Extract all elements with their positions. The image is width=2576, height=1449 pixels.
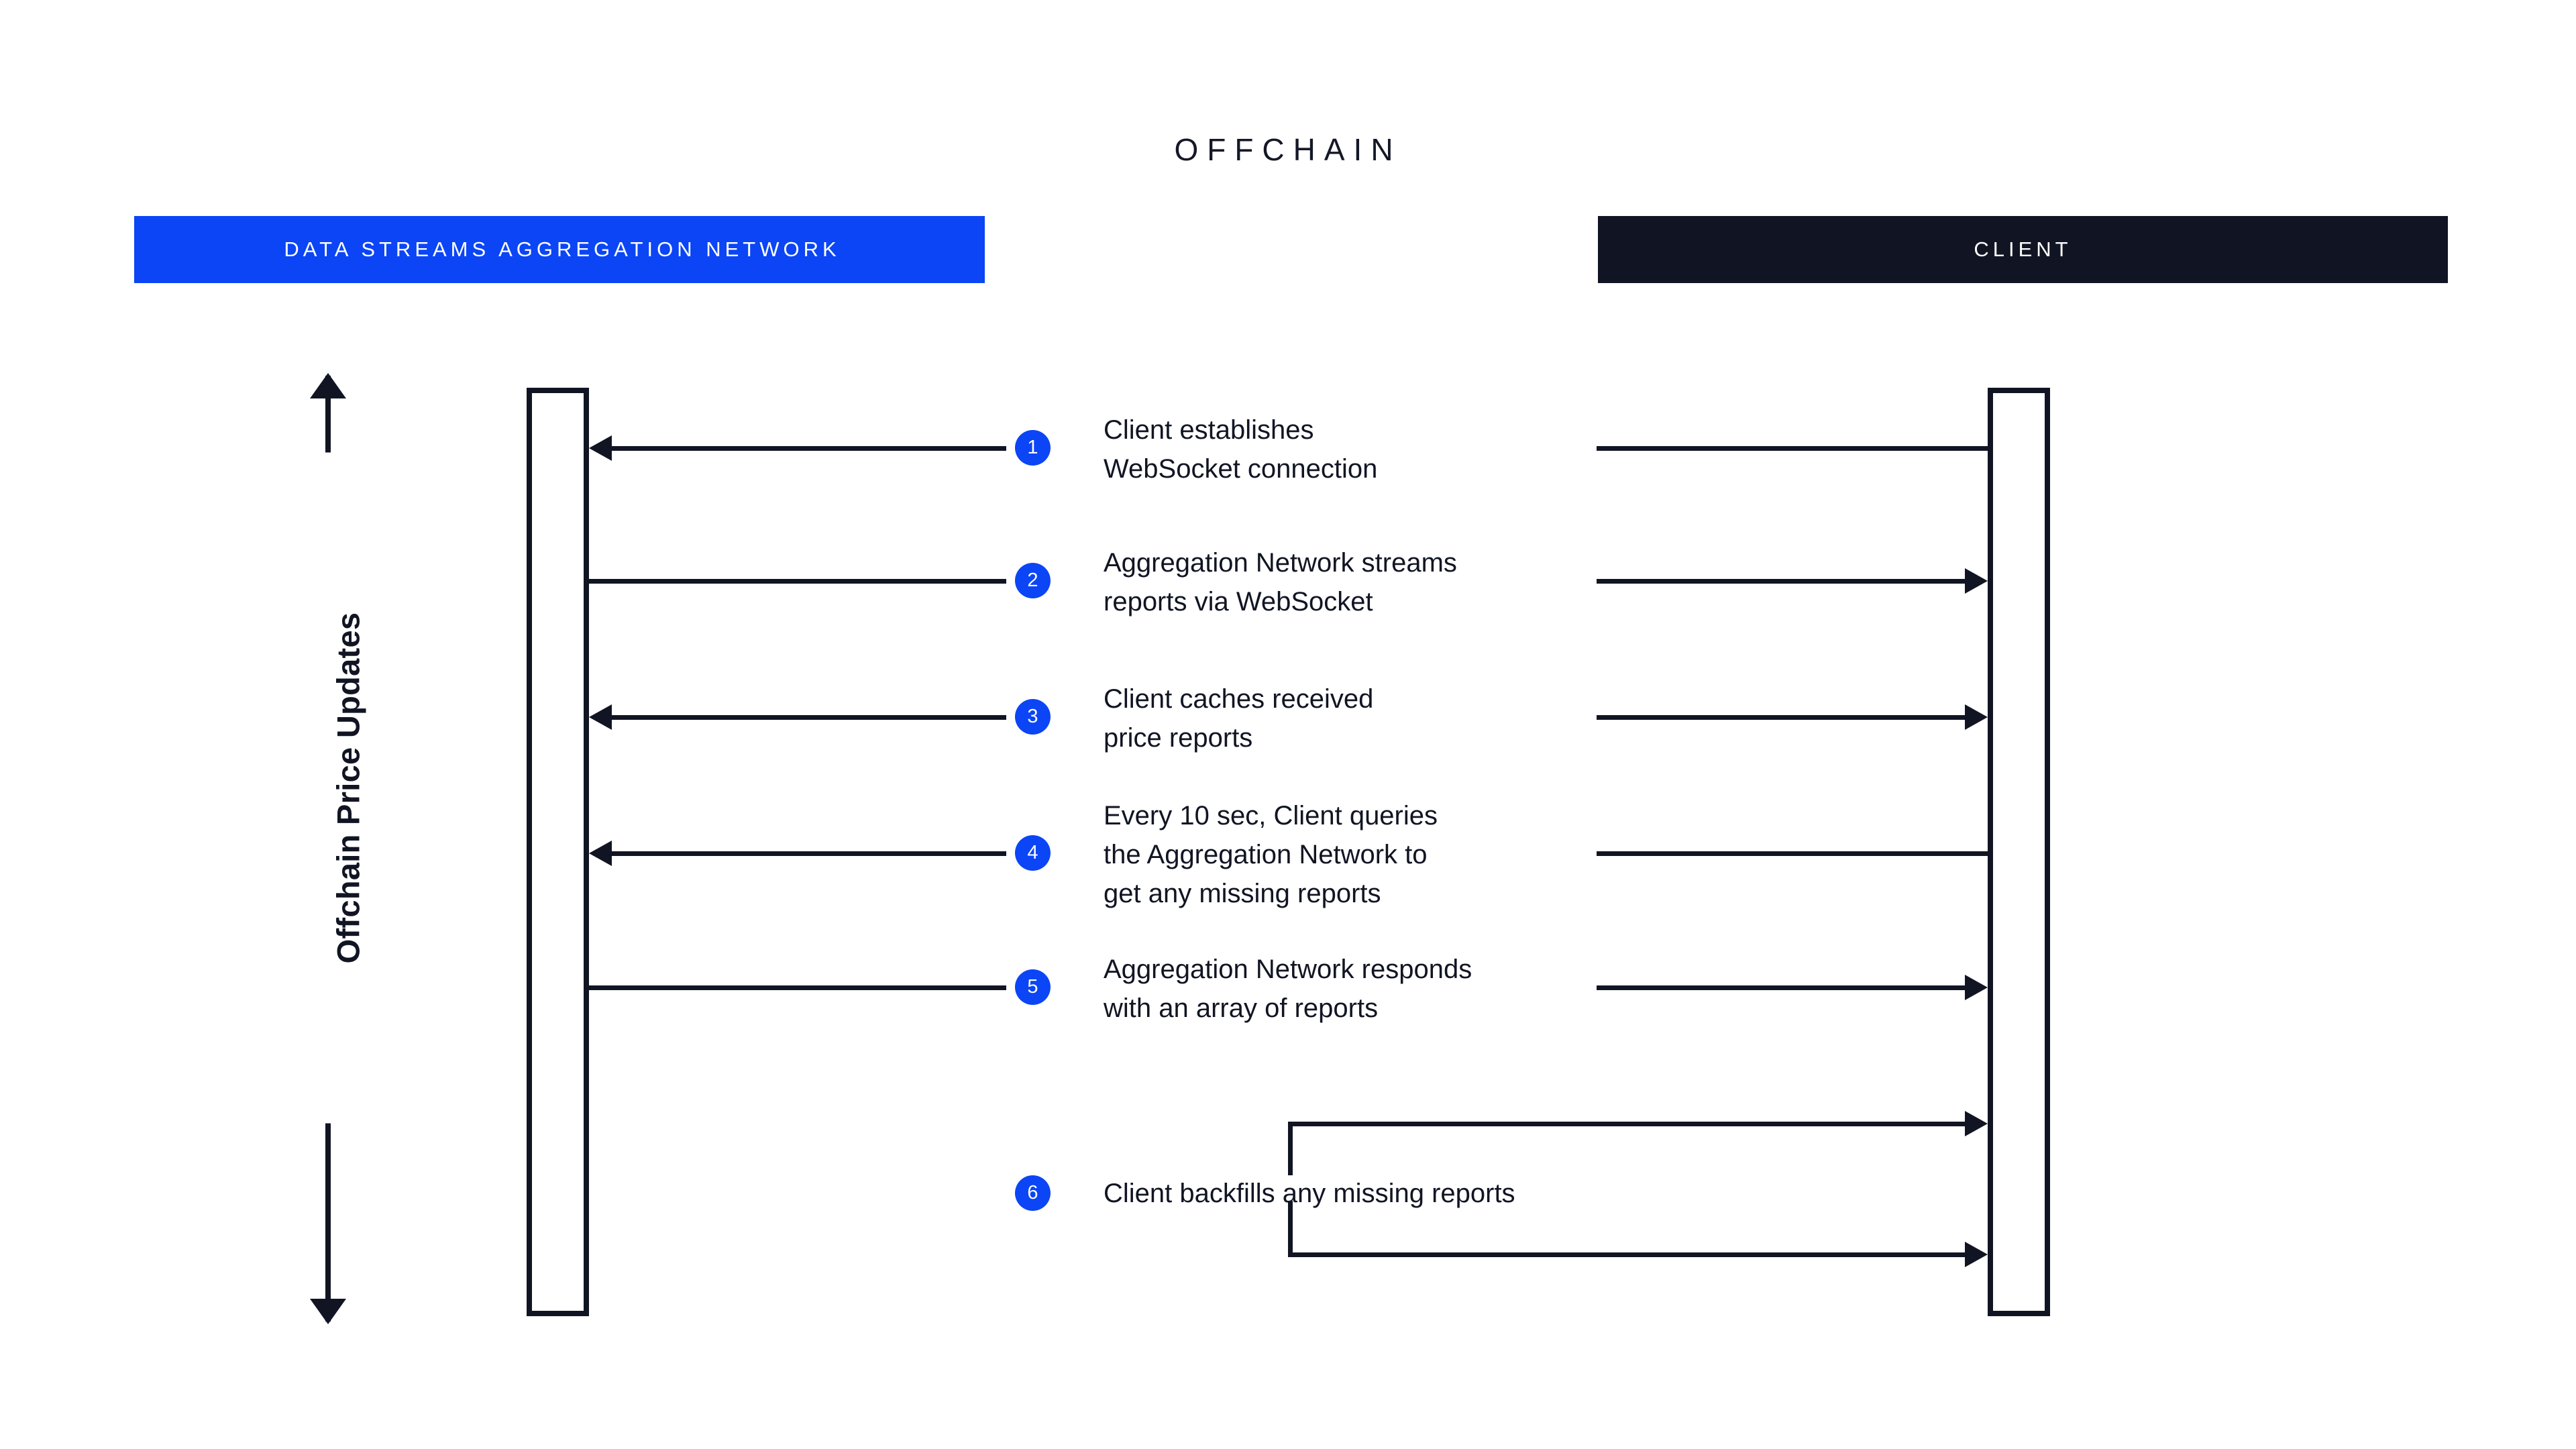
axis-label: Offchain Price Updates bbox=[320, 452, 376, 1124]
arrowhead-right-icon-2 bbox=[1965, 568, 1988, 594]
actor-header-aggregation-network: DATA STREAMS AGGREGATION NETWORK bbox=[134, 216, 985, 283]
step-number-5: 5 bbox=[1027, 976, 1038, 998]
message-line-left-3 bbox=[612, 715, 1006, 720]
step-number-2: 2 bbox=[1027, 570, 1038, 591]
axis-arrow-down-icon bbox=[310, 1299, 346, 1324]
arrowhead-right-icon-5 bbox=[1965, 975, 1988, 1000]
step-badge-3: 3 bbox=[1015, 699, 1051, 735]
step-badge-4: 4 bbox=[1015, 835, 1051, 871]
arrowhead-right-icon-6-lower bbox=[1965, 1242, 1988, 1267]
actor-header-client: CLIENT bbox=[1598, 216, 2448, 283]
message-line-right-4 bbox=[1597, 851, 1988, 856]
step-badge-5: 5 bbox=[1015, 969, 1051, 1005]
arrowhead-left-icon-1 bbox=[589, 435, 612, 461]
step-badge-1: 1 bbox=[1015, 430, 1051, 466]
actor-label-client: CLIENT bbox=[1974, 237, 2072, 261]
step-text-5: Aggregation Network responds with an arr… bbox=[1104, 955, 1472, 1023]
actor-label-aggregation-network: DATA STREAMS AGGREGATION NETWORK bbox=[284, 237, 841, 261]
message-line-left-4 bbox=[612, 851, 1006, 856]
message-line-right-5 bbox=[1597, 985, 1965, 990]
axis-arrow-up-icon bbox=[310, 373, 346, 398]
self-loop-hook-lower bbox=[1288, 1201, 1293, 1254]
arrowhead-right-icon-3 bbox=[1965, 704, 1988, 730]
lifeline-client bbox=[1988, 388, 2050, 1316]
arrowhead-left-icon-4 bbox=[589, 841, 612, 866]
step-number-1: 1 bbox=[1027, 437, 1038, 458]
step-text-4: Every 10 sec, Client queries the Aggrega… bbox=[1104, 801, 1438, 908]
message-line-6-lower bbox=[1288, 1252, 1965, 1257]
message-line-right-3 bbox=[1597, 715, 1965, 720]
arrowhead-right-icon-6-upper bbox=[1965, 1111, 1988, 1136]
step-text-6: Client backfills any missing reports bbox=[1104, 1179, 1515, 1208]
self-loop-hook-upper bbox=[1288, 1122, 1293, 1175]
message-line-left-1 bbox=[612, 446, 1006, 451]
step-text-2: Aggregation Network streams reports via … bbox=[1104, 548, 1457, 616]
message-line-right-1 bbox=[1597, 446, 1988, 451]
message-line-left-5 bbox=[589, 985, 1006, 990]
step-badge-6: 6 bbox=[1015, 1175, 1051, 1211]
offchain-price-updates-axis: Offchain Price Updates bbox=[268, 373, 402, 1324]
page-title: OFFCHAIN bbox=[1174, 132, 1402, 167]
step-text-3: Client caches received price reports bbox=[1104, 684, 1374, 753]
step-badge-2: 2 bbox=[1015, 563, 1051, 598]
arrowhead-left-icon-3 bbox=[589, 704, 612, 730]
step-number-3: 3 bbox=[1027, 706, 1038, 727]
step-number-6: 6 bbox=[1027, 1182, 1038, 1203]
step-number-4: 4 bbox=[1027, 842, 1038, 863]
message-line-left-2 bbox=[589, 579, 1006, 584]
message-line-6-upper bbox=[1288, 1122, 1965, 1126]
lifeline-aggregation-network bbox=[527, 388, 589, 1316]
message-line-right-2 bbox=[1597, 579, 1965, 584]
step-text-1: Client establishes WebSocket connection bbox=[1104, 415, 1378, 484]
